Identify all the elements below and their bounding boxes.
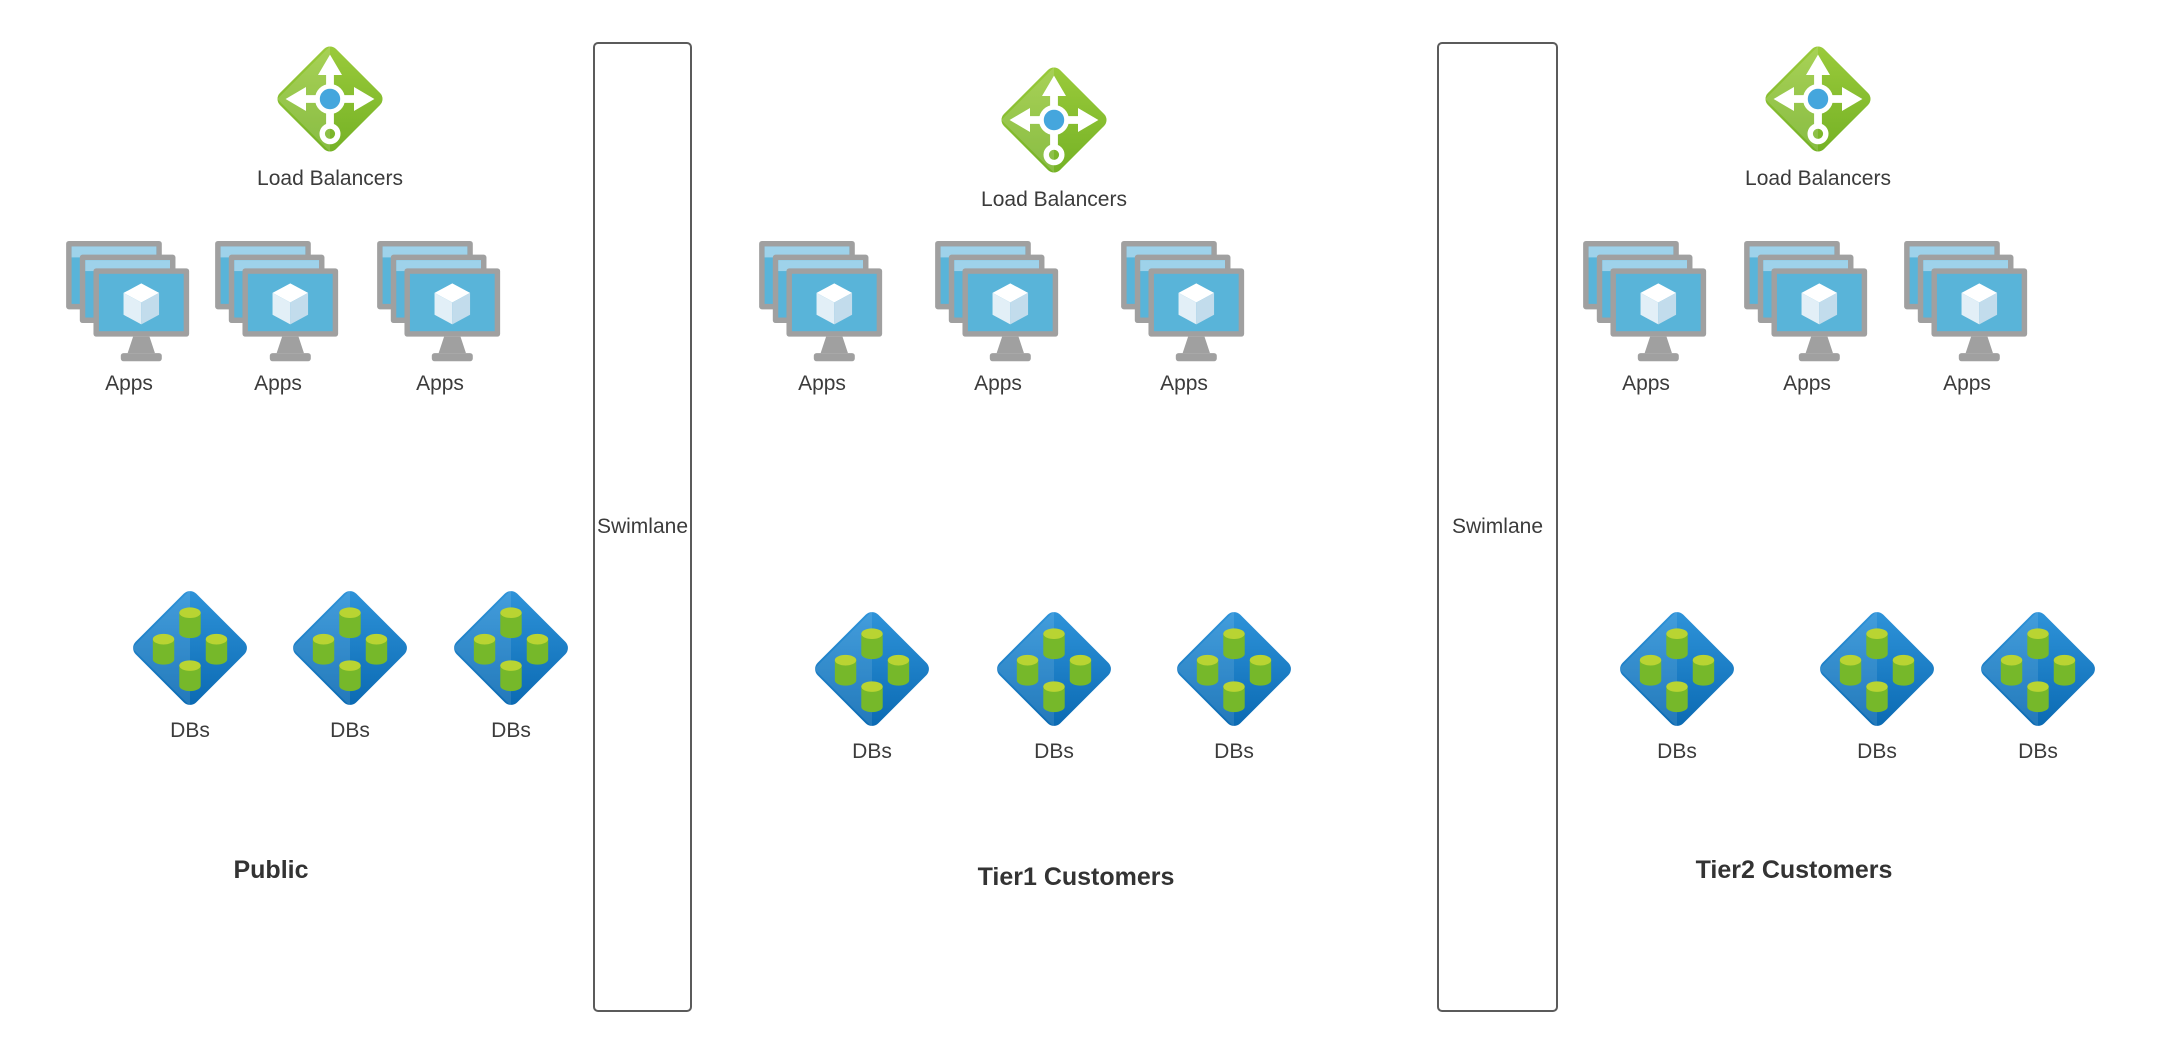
dbs-label: DBs <box>2018 740 2058 763</box>
apps-node: Apps <box>747 241 897 396</box>
dbs-node: DBs <box>1802 606 1952 764</box>
apps-label: Apps <box>254 372 302 395</box>
apps-icon <box>935 241 1061 364</box>
apps-label: Apps <box>798 372 846 395</box>
dbs-icon <box>991 606 1117 732</box>
section-title-public: Public <box>233 856 309 884</box>
load-balancer-node: Load Balancers <box>964 60 1144 212</box>
swimlane: Swimlane <box>1437 42 1558 1012</box>
apps-label: Apps <box>1783 372 1831 395</box>
apps-node: Apps <box>1732 241 1882 396</box>
apps-node: Apps <box>54 241 204 396</box>
dbs-label: DBs <box>170 719 210 742</box>
apps-icon <box>1121 241 1247 364</box>
load-balancer-node: Load Balancers <box>240 39 420 191</box>
apps-icon <box>66 241 192 364</box>
apps-node: Apps <box>923 241 1073 396</box>
apps-label: Apps <box>974 372 1022 395</box>
apps-label: Apps <box>1622 372 1670 395</box>
dbs-label: DBs <box>852 740 892 763</box>
section-title-tier2: Tier2 Customers <box>1695 856 1893 884</box>
apps-node: Apps <box>365 241 515 396</box>
dbs-label: DBs <box>1214 740 1254 763</box>
apps-node: Apps <box>1892 241 2042 396</box>
load-balancer-icon <box>270 39 390 159</box>
swimlane-label: Swimlane <box>1451 515 1544 538</box>
dbs-icon <box>1171 606 1297 732</box>
dbs-label: DBs <box>330 719 370 742</box>
apps-label: Apps <box>416 372 464 395</box>
dbs-icon <box>1975 606 2101 732</box>
dbs-icon <box>287 585 413 711</box>
apps-label: Apps <box>1943 372 1991 395</box>
apps-icon <box>377 241 503 364</box>
load-balancer-label: Load Balancers <box>1745 167 1891 190</box>
apps-label: Apps <box>1160 372 1208 395</box>
dbs-label: DBs <box>1657 740 1697 763</box>
apps-node: Apps <box>1109 241 1259 396</box>
load-balancer-label: Load Balancers <box>257 167 403 190</box>
apps-node: Apps <box>203 241 353 396</box>
apps-node: Apps <box>1571 241 1721 396</box>
dbs-label: DBs <box>491 719 531 742</box>
dbs-icon <box>1614 606 1740 732</box>
load-balancer-icon <box>994 60 1114 180</box>
dbs-node: DBs <box>115 585 265 743</box>
load-balancer-label: Load Balancers <box>981 188 1127 211</box>
dbs-label: DBs <box>1857 740 1897 763</box>
section-title-tier1: Tier1 Customers <box>977 863 1175 891</box>
apps-label: Apps <box>105 372 153 395</box>
apps-icon <box>759 241 885 364</box>
swimlane-label: Swimlane <box>596 515 689 538</box>
dbs-icon <box>809 606 935 732</box>
load-balancer-icon <box>1758 39 1878 159</box>
load-balancer-node: Load Balancers <box>1728 39 1908 191</box>
dbs-node: DBs <box>1159 606 1309 764</box>
dbs-node: DBs <box>1602 606 1752 764</box>
apps-icon <box>1904 241 2030 364</box>
apps-icon <box>1744 241 1870 364</box>
dbs-node: DBs <box>436 585 586 743</box>
dbs-icon <box>127 585 253 711</box>
swimlane: Swimlane <box>593 42 692 1012</box>
dbs-node: DBs <box>1963 606 2113 764</box>
dbs-icon <box>448 585 574 711</box>
apps-icon <box>1583 241 1709 364</box>
dbs-node: DBs <box>797 606 947 764</box>
dbs-node: DBs <box>979 606 1129 764</box>
dbs-icon <box>1814 606 1940 732</box>
dbs-node: DBs <box>275 585 425 743</box>
apps-icon <box>215 241 341 364</box>
dbs-label: DBs <box>1034 740 1074 763</box>
